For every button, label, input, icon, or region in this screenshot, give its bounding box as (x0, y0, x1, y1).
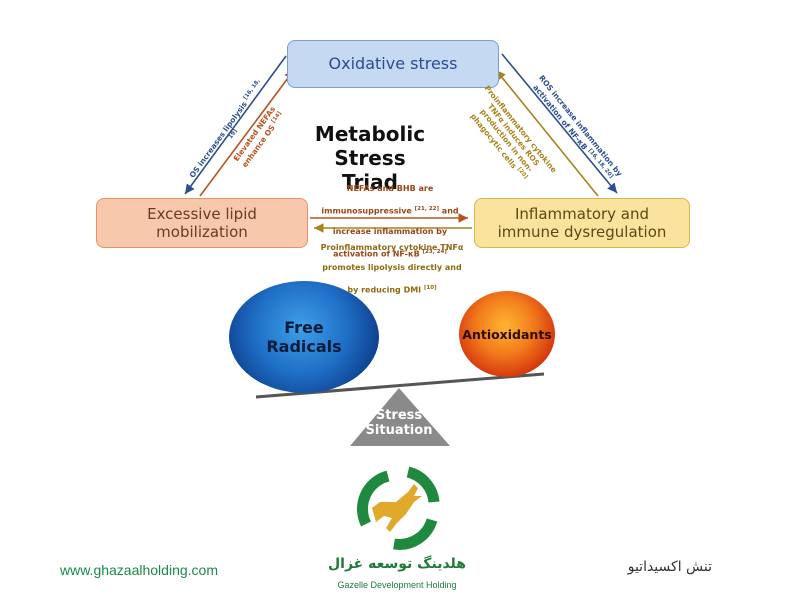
website-link[interactable]: www.ghazaalholding.com (60, 562, 218, 578)
diagram-title: Metabolic Stress Triad (314, 122, 426, 194)
free-radicals-sphere: Free Radicals (229, 281, 379, 393)
arrow-ros-to-inflammation (501, 53, 618, 194)
antioxidants-label: Antioxidants (462, 326, 552, 342)
label-tnf-promotes-lipolysis: Proinflammatory cytokine TNFα promotes l… (320, 243, 464, 295)
arrow-os-to-lipolysis (184, 55, 287, 195)
node-oxidative-stress: Oxidative stress (287, 40, 499, 88)
free-radicals-label: Free Radicals (266, 318, 342, 356)
node-inflammatory-dysregulation: Inflammatory and immune dysregulation (474, 198, 690, 248)
node-lipid-label: Excessive lipid mobilization (147, 205, 257, 241)
label-nefa-bhb-immunosuppressive: NEFAs and BHB are immunosuppressive [21,… (321, 184, 459, 259)
node-inflammatory-label: Inflammatory and immune dysregulation (497, 205, 667, 241)
stress-situation-label: Stress Situation (365, 408, 433, 438)
gazelle-logo-icon (357, 466, 440, 550)
balance-beam (255, 372, 545, 399)
fulcrum-triangle (350, 388, 450, 446)
persian-caption: تنش اکسیداتیو (627, 559, 712, 575)
arrow-nefa-to-os (199, 69, 295, 197)
brand-name-persian: هلدینگ توسعه غزال (328, 556, 466, 572)
brand-name-english: Gazelle Development Holding (337, 580, 457, 590)
node-excessive-lipid-mobilization: Excessive lipid mobilization (96, 198, 308, 248)
antioxidants-sphere: Antioxidants (459, 291, 555, 377)
arrow-tnf-to-ros (495, 69, 599, 197)
node-oxidative-stress-label: Oxidative stress (328, 54, 458, 74)
